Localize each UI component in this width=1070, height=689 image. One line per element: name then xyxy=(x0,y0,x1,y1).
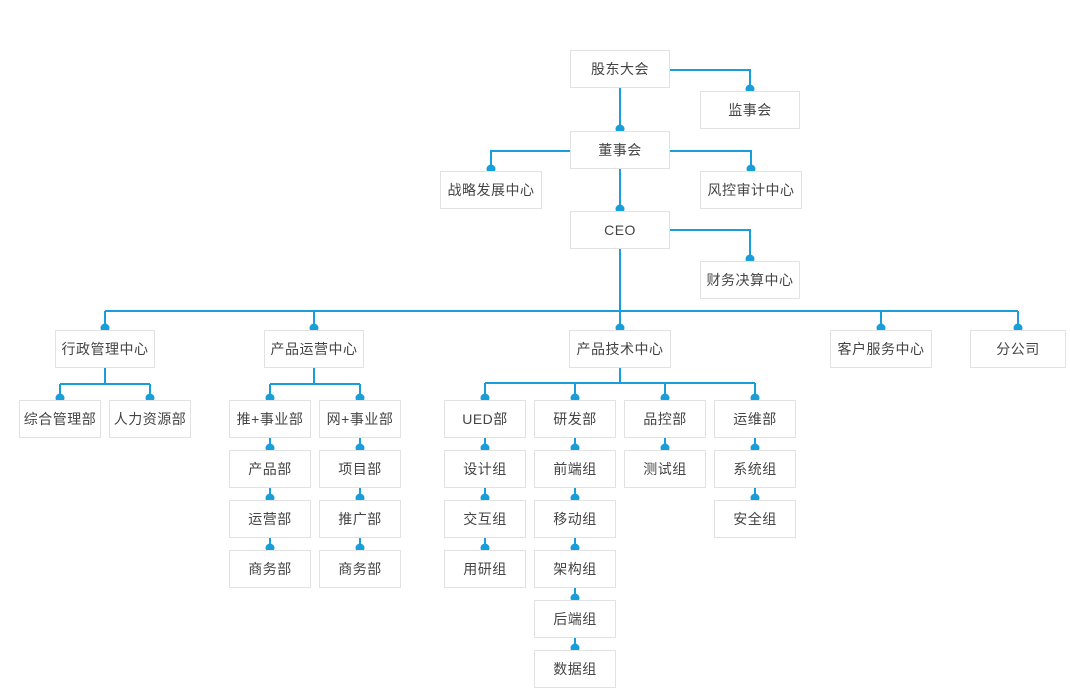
org-node-shareholders: 股东大会 xyxy=(570,50,670,88)
org-node-supervisory-board: 监事会 xyxy=(700,91,800,129)
org-node-data-group: 数据组 xyxy=(534,650,616,688)
org-node-product-dept: 产品部 xyxy=(229,450,311,488)
org-node-product-tech-center: 产品技术中心 xyxy=(569,330,671,368)
org-node-backend-group: 后端组 xyxy=(534,600,616,638)
org-node-promotion-dept: 推广部 xyxy=(319,500,401,538)
org-node-ued-dept: UED部 xyxy=(444,400,526,438)
org-node-wang-division: 网+事业部 xyxy=(319,400,401,438)
org-node-security-group: 安全组 xyxy=(714,500,796,538)
org-node-frontend-group: 前端组 xyxy=(534,450,616,488)
org-node-board-of-directors: 董事会 xyxy=(570,131,670,169)
org-node-customer-service-center: 客户服务中心 xyxy=(830,330,932,368)
org-node-qc-dept: 品控部 xyxy=(624,400,706,438)
org-node-business-dept-tui: 商务部 xyxy=(229,550,311,588)
org-node-ceo: CEO xyxy=(570,211,670,249)
org-node-general-mgmt-dept: 综合管理部 xyxy=(19,400,101,438)
org-node-business-dept-wang: 商务部 xyxy=(319,550,401,588)
org-node-architecture-group: 架构组 xyxy=(534,550,616,588)
org-node-system-group: 系统组 xyxy=(714,450,796,488)
org-node-project-dept: 项目部 xyxy=(319,450,401,488)
org-node-testing-group: 测试组 xyxy=(624,450,706,488)
org-node-product-ops-center: 产品运营中心 xyxy=(264,330,364,368)
org-node-tui-division: 推+事业部 xyxy=(229,400,311,438)
org-node-admin-center: 行政管理中心 xyxy=(55,330,155,368)
org-node-rd-dept: 研发部 xyxy=(534,400,616,438)
org-node-interaction-group: 交互组 xyxy=(444,500,526,538)
org-node-om-dept: 运维部 xyxy=(714,400,796,438)
org-node-mobile-group: 移动组 xyxy=(534,500,616,538)
org-node-operations-dept: 运营部 xyxy=(229,500,311,538)
org-node-design-group: 设计组 xyxy=(444,450,526,488)
org-node-finance-center: 财务决算中心 xyxy=(700,261,800,299)
org-node-branch-company: 分公司 xyxy=(970,330,1066,368)
org-node-hr-dept: 人力资源部 xyxy=(109,400,191,438)
org-node-risk-audit-center: 风控审计中心 xyxy=(700,171,802,209)
org-node-strategy-center: 战略发展中心 xyxy=(440,171,542,209)
org-node-user-research-group: 用研组 xyxy=(444,550,526,588)
